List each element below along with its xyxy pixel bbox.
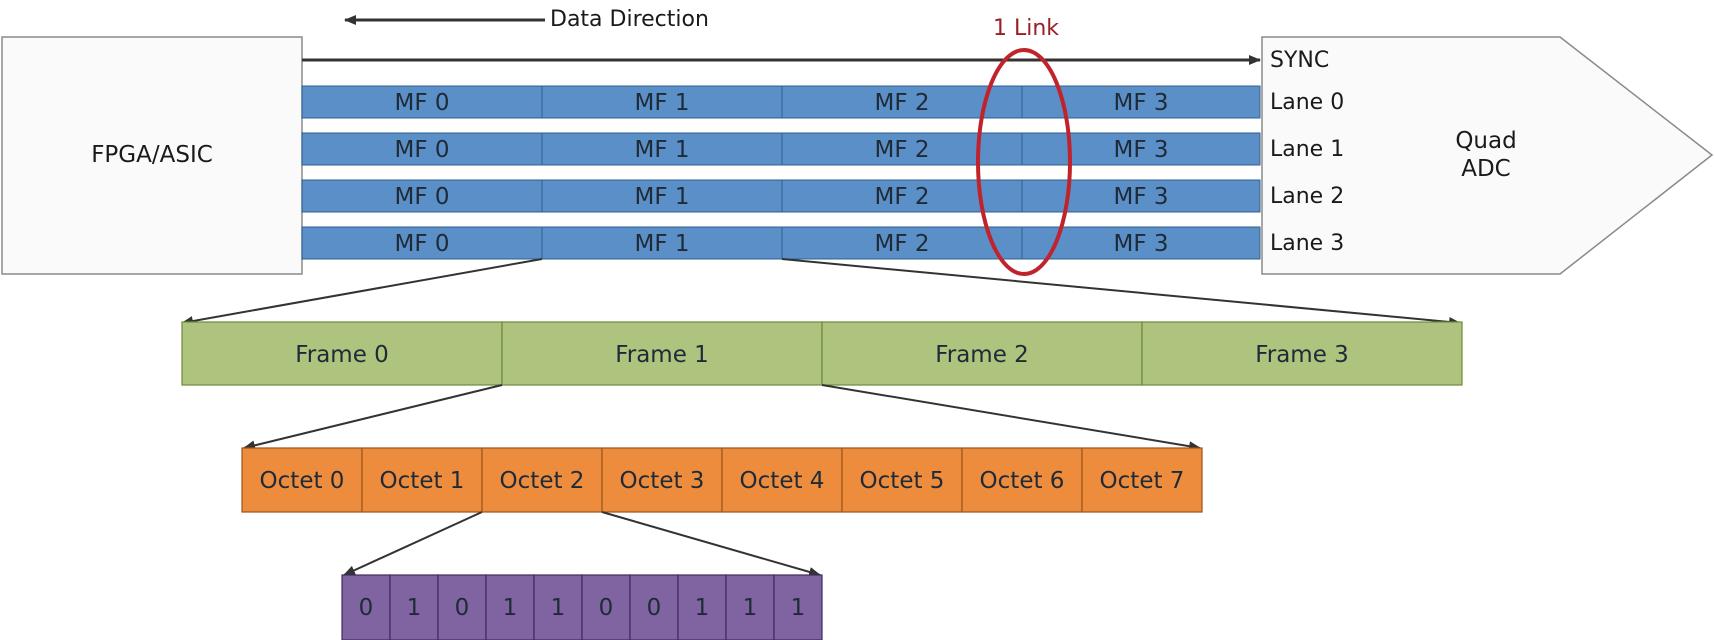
expand-arrow-mf-left bbox=[181, 258, 543, 326]
lanes-group: MF 0 MF 1 MF 2 MF 3 Lane 0 MF 0 MF 1 MF 2 MF 3 La… bbox=[301, 85, 1344, 260]
octet-cell bbox=[841, 447, 963, 513]
bit-label: 1 bbox=[551, 595, 566, 621]
expand-arrow-mf-right bbox=[781, 258, 1461, 327]
octet-label: Octet 5 bbox=[860, 468, 945, 494]
bits-group: 0 1 0 1 1 0 0 1 1 1 bbox=[341, 574, 823, 640]
octet-cell bbox=[1081, 447, 1203, 513]
expand-arrow-octet-right bbox=[601, 511, 821, 577]
octet-label: Octet 7 bbox=[1100, 468, 1185, 494]
multiframe-cell bbox=[301, 132, 543, 166]
multiframe-cell bbox=[541, 85, 783, 119]
multiframe-label: MF 0 bbox=[394, 184, 449, 210]
frame-label: Frame 2 bbox=[935, 342, 1029, 368]
multiframe-label: MF 0 bbox=[394, 90, 449, 116]
octet-cell bbox=[961, 447, 1083, 513]
multiframe-cell bbox=[1021, 179, 1261, 213]
frame-cell bbox=[821, 321, 1143, 386]
octet-label: Octet 1 bbox=[380, 468, 465, 494]
multiframe-cell bbox=[541, 132, 783, 166]
bit-label: 0 bbox=[359, 595, 374, 621]
lane-label: Lane 2 bbox=[1270, 184, 1344, 209]
bit-cell bbox=[389, 574, 439, 640]
frame-label: Frame 0 bbox=[295, 342, 389, 368]
frames-group: Frame 0 Frame 1 Frame 2 Frame 3 bbox=[181, 321, 1463, 386]
bit-label: 0 bbox=[455, 595, 470, 621]
lane-label: Lane 1 bbox=[1270, 137, 1344, 162]
bit-label: 1 bbox=[407, 595, 422, 621]
bit-cell bbox=[485, 574, 535, 640]
lane-row: MF 0 MF 1 MF 2 MF 3 Lane 3 bbox=[301, 226, 1344, 260]
multiframe-label: MF 1 bbox=[634, 137, 689, 163]
octets-group: Octet 0 Octet 1 Octet 2 Octet 3 Octet 4 Octet… bbox=[241, 447, 1203, 513]
lane-row: MF 0 MF 1 MF 2 MF 3 Lane 1 bbox=[301, 132, 1344, 166]
frame-cell bbox=[181, 321, 503, 386]
multiframe-label: MF 1 bbox=[634, 184, 689, 210]
octet-label: Octet 4 bbox=[740, 468, 825, 494]
multiframe-cell bbox=[781, 132, 1023, 166]
frame-cell bbox=[501, 321, 823, 386]
octet-cell bbox=[721, 447, 843, 513]
bit-label: 1 bbox=[791, 595, 806, 621]
multiframe-cell bbox=[301, 226, 543, 260]
octet-label: Octet 0 bbox=[260, 468, 345, 494]
frame-cell bbox=[1141, 321, 1463, 386]
bit-cell bbox=[629, 574, 679, 640]
multiframe-label: MF 2 bbox=[874, 90, 929, 116]
expand-arrow-octet-left bbox=[343, 511, 483, 576]
octet-label: Octet 2 bbox=[500, 468, 585, 494]
multiframe-label: MF 3 bbox=[1113, 184, 1168, 210]
bit-label: 1 bbox=[503, 595, 518, 621]
multiframe-cell bbox=[1021, 132, 1261, 166]
lane-row: MF 0 MF 1 MF 2 MF 3 Lane 2 bbox=[301, 179, 1344, 213]
lane-row: MF 0 MF 1 MF 2 MF 3 Lane 0 bbox=[301, 85, 1344, 119]
frame-label: Frame 3 bbox=[1255, 342, 1349, 368]
multiframe-label: MF 3 bbox=[1113, 90, 1168, 116]
multiframe-cell bbox=[301, 179, 543, 213]
lane-label: Lane 3 bbox=[1270, 231, 1344, 256]
multiframe-label: MF 2 bbox=[874, 231, 929, 257]
multiframe-label: MF 3 bbox=[1113, 137, 1168, 163]
bit-cell bbox=[581, 574, 631, 640]
multiframe-label: MF 1 bbox=[634, 90, 689, 116]
multiframe-label: MF 0 bbox=[394, 231, 449, 257]
octet-cell bbox=[481, 447, 603, 513]
link-ellipse bbox=[976, 48, 1072, 276]
quad-adc-box bbox=[1261, 36, 1714, 275]
quad-adc-label-line1: Quad bbox=[1455, 128, 1516, 154]
multiframe-cell bbox=[541, 179, 783, 213]
fpga-asic-label: FPGA/ASIC bbox=[91, 142, 213, 168]
octet-cell bbox=[361, 447, 483, 513]
bit-label: 1 bbox=[695, 595, 710, 621]
frame-label: Frame 1 bbox=[615, 342, 709, 368]
bit-label: 0 bbox=[599, 595, 614, 621]
expand-arrow-frame-left bbox=[243, 384, 503, 451]
multiframe-label: MF 2 bbox=[874, 137, 929, 163]
expand-arrow-frame-right bbox=[821, 384, 1201, 452]
multiframe-label: MF 3 bbox=[1113, 231, 1168, 257]
octet-label: Octet 3 bbox=[620, 468, 705, 494]
multiframe-cell bbox=[781, 226, 1023, 260]
octet-cell bbox=[241, 447, 363, 513]
link-label: 1 Link bbox=[993, 16, 1059, 41]
octet-cell bbox=[601, 447, 723, 513]
bit-label: 0 bbox=[647, 595, 662, 621]
octet-label: Octet 6 bbox=[980, 468, 1065, 494]
bit-cell bbox=[341, 574, 391, 640]
multiframe-label: MF 2 bbox=[874, 184, 929, 210]
lane-label: Lane 0 bbox=[1270, 90, 1344, 115]
sync-label: SYNC bbox=[1270, 48, 1329, 73]
quad-adc-label-line2: ADC bbox=[1461, 156, 1511, 182]
fpga-asic-box bbox=[1, 36, 303, 275]
bit-label: 1 bbox=[743, 595, 758, 621]
bit-cell bbox=[773, 574, 823, 640]
multiframe-label: MF 0 bbox=[394, 137, 449, 163]
data-direction-label: Data Direction bbox=[550, 7, 709, 32]
multiframe-label: MF 1 bbox=[634, 231, 689, 257]
